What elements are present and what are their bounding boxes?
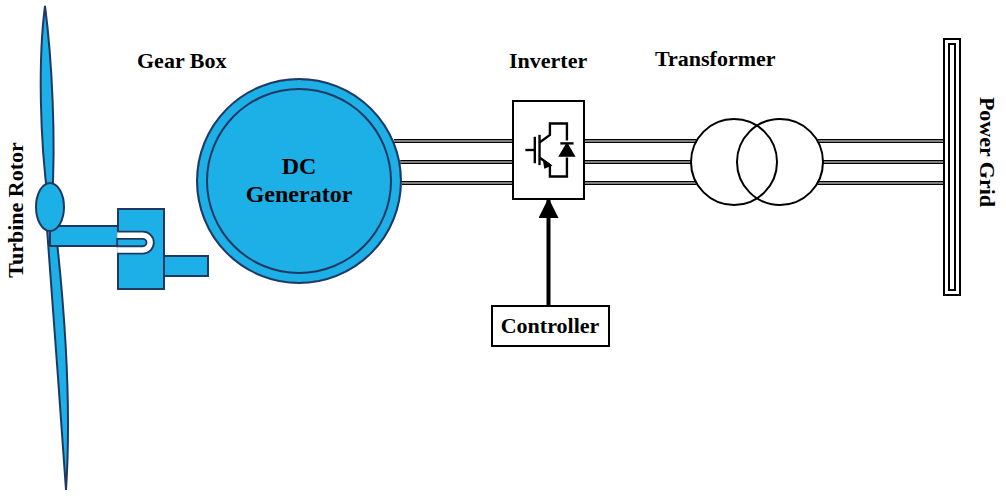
wire-core (818, 182, 943, 183)
connector (818, 141, 943, 183)
wire (394, 139, 512, 143)
gear-box: Gear Box (117, 208, 165, 290)
controller-box: Controller (491, 305, 610, 347)
wire (585, 181, 696, 185)
power-grid-bus: Power Grid (943, 38, 961, 296)
wire (585, 160, 691, 164)
wire-core (818, 140, 943, 141)
node-label: DC Generator (234, 153, 364, 208)
wire-core (823, 161, 943, 162)
winding (691, 119, 777, 205)
xfmr-symbol (690, 118, 824, 206)
control-arrow (547, 200, 551, 305)
transformer: Transformer (690, 118, 824, 206)
wire (818, 139, 943, 143)
wire-core (585, 182, 696, 183)
connector (394, 141, 512, 183)
igbt-symbol (525, 124, 573, 177)
node-label: Inverter (509, 48, 587, 74)
winding (737, 119, 823, 205)
wire (585, 139, 696, 143)
wire (400, 160, 512, 164)
node-label: Transformer (655, 46, 776, 72)
wire (402, 181, 512, 185)
shaft-end (117, 239, 146, 246)
gear-coupling (117, 232, 154, 254)
gear-symbol (119, 210, 163, 288)
wire-core (585, 161, 691, 162)
wire-core (400, 161, 512, 162)
rotor-blade (46, 215, 68, 490)
rotor-blade (41, 6, 54, 200)
node-label: Controller (501, 313, 600, 338)
dc-generator: DC Generator (196, 78, 402, 284)
generator-shaft (160, 256, 208, 276)
connector (548, 200, 549, 305)
wire-core (585, 140, 696, 141)
node-label: Gear Box (137, 48, 226, 74)
wire (823, 160, 943, 164)
wire-core (394, 140, 512, 141)
inverter-box: Inverter (512, 100, 585, 200)
node-label: Power Grid (974, 97, 1000, 207)
igbt-symbol (514, 102, 583, 198)
rotor-hub (36, 183, 64, 231)
connector (585, 141, 696, 183)
wire-core (402, 182, 512, 183)
component-label: Turbine Rotor (3, 142, 29, 277)
wire (818, 181, 943, 185)
rotor-shaft (50, 226, 122, 246)
